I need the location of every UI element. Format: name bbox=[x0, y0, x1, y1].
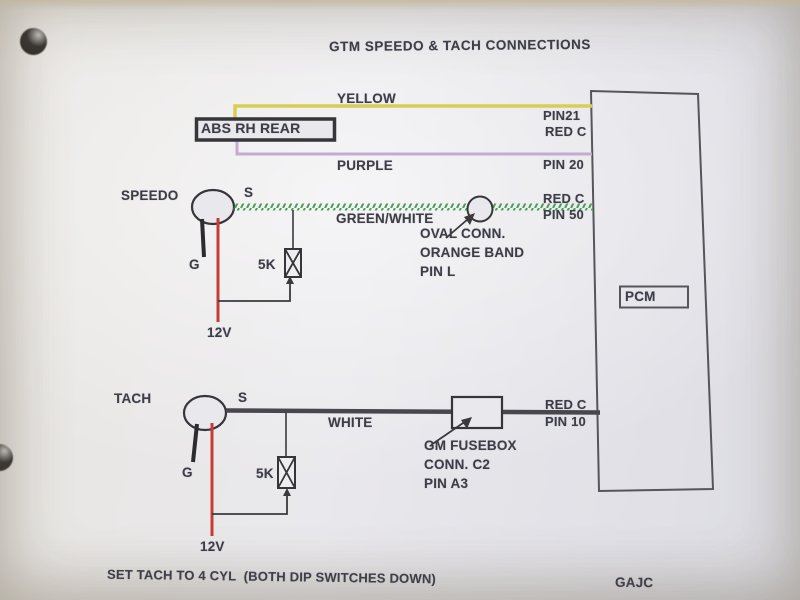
oval-connector-arrowhead bbox=[464, 213, 475, 225]
pcm-pin50-color-label: RED C bbox=[543, 191, 585, 206]
tach-resistor-label: 5K bbox=[256, 466, 274, 481]
tach-feed-arrowhead bbox=[283, 488, 291, 496]
tach-gauge-circle bbox=[182, 394, 228, 432]
pcm-pin20-label: PIN 20 bbox=[543, 157, 584, 172]
speedo-g-terminal-label: G bbox=[189, 257, 200, 272]
tach-s-terminal-label: S bbox=[238, 390, 248, 405]
pcm-pin21-label: PIN21 bbox=[543, 108, 581, 123]
fusebox-arrowhead bbox=[461, 417, 472, 429]
abs-connector-box bbox=[194, 117, 337, 142]
punch-hole-top bbox=[20, 28, 47, 55]
speedo-feed-arrowhead bbox=[286, 276, 294, 284]
pcm-pin10-label: PIN 10 bbox=[545, 414, 586, 429]
speedo-12v-label: 12V bbox=[207, 325, 232, 340]
tach-g-terminal-label: G bbox=[182, 465, 193, 480]
oval-connector-arrow-line bbox=[445, 218, 469, 239]
yellow-wire-label: YELLOW bbox=[337, 91, 396, 106]
speedo-gauge-circle bbox=[190, 188, 236, 226]
white-wire bbox=[225, 408, 601, 415]
pcm-label-box bbox=[619, 285, 689, 309]
paper-top-edge bbox=[0, 0, 800, 10]
oval-conn-line1: OVAL CONN. bbox=[420, 226, 506, 241]
fusebox-line1: GM FUSEBOX bbox=[424, 438, 517, 453]
tach-12v-label: 12V bbox=[200, 539, 225, 554]
oval-conn-line2: ORANGE BAND bbox=[420, 245, 525, 260]
green-white-wire-label: GREEN/WHITE bbox=[336, 211, 434, 226]
pcm-pin10-color-label: RED C bbox=[545, 397, 587, 412]
tach-label: TACH bbox=[114, 391, 152, 406]
abs-box-label: ABS RH REAR bbox=[201, 120, 301, 136]
white-wire-label: WHITE bbox=[328, 415, 373, 430]
tach-resistor-hatch-2 bbox=[277, 456, 296, 489]
fusebox-box bbox=[450, 395, 504, 430]
speedo-resistor-feed-line bbox=[218, 283, 291, 302]
purple-wire-label: PURPLE bbox=[337, 158, 393, 173]
tach-resistor-feed-line bbox=[212, 495, 288, 515]
footer-initials: GAJC bbox=[614, 574, 654, 591]
page-title: GTM SPEEDO & TACH CONNECTIONS bbox=[329, 36, 591, 55]
pcm-pin50-label: PIN 50 bbox=[543, 207, 584, 222]
fusebox-line2: CONN. C2 bbox=[424, 457, 491, 472]
oval-conn-line3: PIN L bbox=[420, 264, 456, 279]
speedo-label: SPEEDO bbox=[121, 188, 179, 203]
fusebox-line3: PIN A3 bbox=[424, 476, 469, 491]
speedo-ground-wire bbox=[200, 218, 206, 258]
speedo-resistor-label: 5K bbox=[258, 257, 276, 272]
speedo-resistor-hatch-2 bbox=[284, 248, 302, 278]
yellow-wire bbox=[233, 104, 592, 121]
punch-hole-middle bbox=[0, 444, 13, 471]
pcm-box bbox=[589, 89, 715, 493]
fusebox-arrow-line bbox=[430, 420, 467, 446]
tach-ground-wire bbox=[191, 423, 199, 463]
pcm-pin21-color-label: RED C bbox=[545, 124, 587, 139]
green-white-wire bbox=[233, 203, 593, 211]
speedo-s-terminal-label: S bbox=[244, 185, 254, 200]
pcm-label: PCM bbox=[625, 289, 656, 304]
purple-wire bbox=[235, 139, 592, 156]
